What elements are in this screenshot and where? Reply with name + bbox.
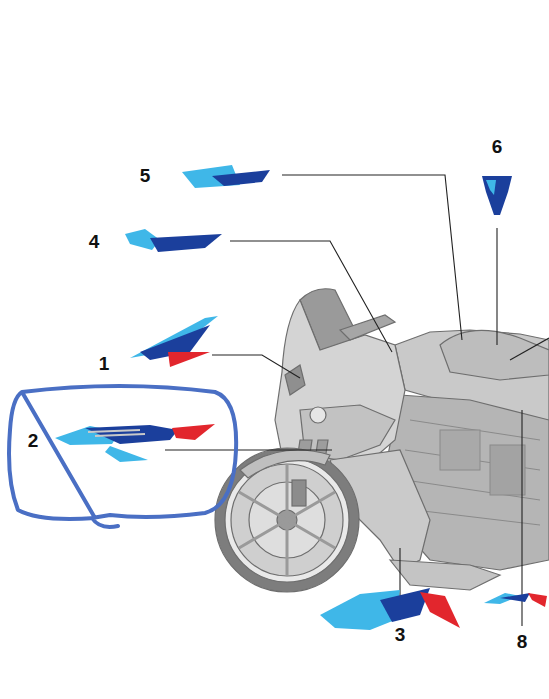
decal-1 [130,316,218,367]
decal-4 [125,229,222,252]
callout-number: 2 [28,431,39,450]
callout-number: 6 [492,137,503,156]
decal-6 [482,176,512,215]
highlight-loop [9,386,236,527]
callout-number: 3 [395,625,406,644]
callout-number: 4 [89,232,100,251]
decal-5 [182,165,270,188]
callout-number: 8 [517,632,528,651]
leader-lines [165,175,549,626]
callout-number: 1 [99,354,110,373]
decal-8 [484,593,547,607]
callout-number: 5 [140,166,151,185]
decal-2 [55,424,215,462]
decal-3 [320,588,460,630]
